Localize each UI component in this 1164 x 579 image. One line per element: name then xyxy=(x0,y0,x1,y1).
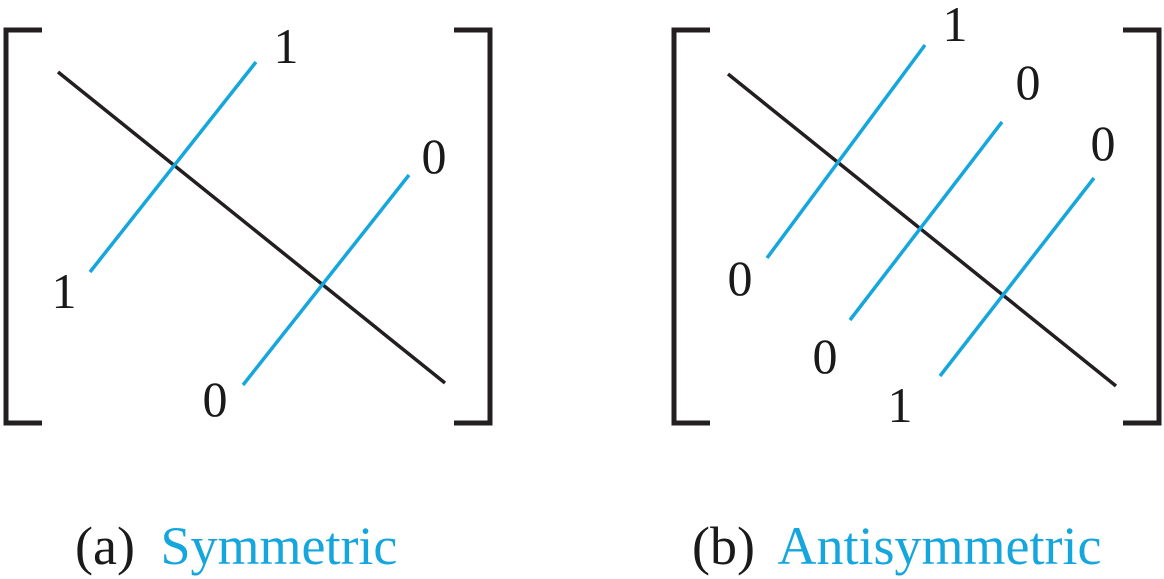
entry-label: 0 xyxy=(728,250,753,306)
caption-prefix: (a) xyxy=(75,516,135,576)
main-diagonal-line xyxy=(726,72,1118,388)
entry-label: 0 xyxy=(1091,115,1116,171)
panel-caption: (b) Antisymmetric xyxy=(692,516,1101,576)
right-bracket xyxy=(454,27,493,426)
panel-caption: (a) Symmetric xyxy=(75,516,397,576)
left-bracket xyxy=(3,27,42,426)
entry-label: 0 xyxy=(203,371,228,427)
main-diagonal-line xyxy=(56,70,447,385)
off-diagonal-line xyxy=(241,173,411,387)
entry-label: 0 xyxy=(1016,54,1041,110)
caption-name: Symmetric xyxy=(160,516,397,576)
off-diagonal-line xyxy=(88,60,258,274)
off-diagonal-line xyxy=(765,43,927,260)
entry-label: 0 xyxy=(813,328,838,384)
off-diagonal-line xyxy=(848,120,1004,322)
entry-label: 1 xyxy=(52,263,77,319)
right-bracket xyxy=(1123,27,1162,426)
panel-symmetric: 1 1 0 0 (a) Symmetric xyxy=(3,18,493,576)
left-bracket xyxy=(671,27,710,426)
entry-label: 1 xyxy=(888,377,913,433)
caption-prefix: (b) xyxy=(692,516,755,576)
caption-name: Antisymmetric xyxy=(778,516,1102,576)
panel-antisymmetric: 1 0 0 0 0 1 (b) Antisymmetric xyxy=(671,0,1162,576)
off-diagonal-line xyxy=(938,176,1096,378)
entry-label: 1 xyxy=(943,0,968,52)
entry-label: 1 xyxy=(274,18,299,74)
entry-label: 0 xyxy=(422,128,447,184)
